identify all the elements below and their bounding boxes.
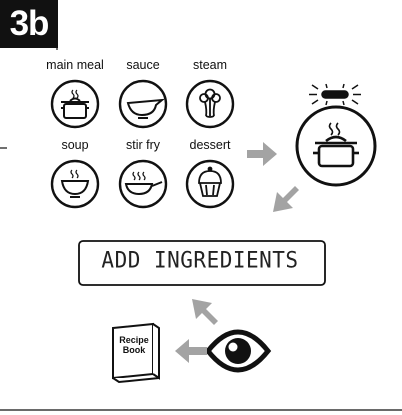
eye-icon: [204, 329, 272, 373]
selected-program-button[interactable]: [295, 105, 377, 187]
program-button-sauce[interactable]: [118, 79, 168, 129]
recipe-book-line2: Book: [122, 345, 146, 355]
arrow-up-left-icon: [192, 299, 218, 325]
recipe-book-line1: Recipe: [119, 335, 149, 345]
program-button-dessert[interactable]: [185, 159, 235, 209]
recipe-book-title: Recipe Book: [116, 335, 152, 355]
sauce-boat-icon: [126, 98, 166, 119]
arrow-right-icon: [247, 142, 277, 166]
arrow-left-icon: [175, 339, 207, 363]
indicator-light-icon: [309, 83, 361, 106]
steam-broccoli-icon: [199, 88, 221, 118]
soup-bowl-icon: [60, 169, 90, 198]
program-button-steam[interactable]: [185, 79, 235, 129]
pot-icon-large: [313, 122, 359, 168]
display-text: ADD INGREDIENTS: [101, 247, 299, 273]
label-steam: steam: [192, 58, 228, 72]
program-button-main-meal[interactable]: [50, 79, 100, 129]
display-panel: [78, 240, 326, 286]
frying-pan-icon: [124, 171, 163, 196]
label-main-meal: main meal: [46, 58, 104, 72]
program-button-stir-fry[interactable]: [118, 159, 168, 209]
label-dessert: dessert: [189, 138, 231, 152]
arrow-down-left-icon: [273, 186, 299, 212]
pot-icon: [61, 89, 89, 119]
program-button-soup[interactable]: [50, 159, 100, 209]
cupcake-icon: [198, 166, 222, 197]
recipe-book-icon: [112, 322, 160, 384]
label-soup: soup: [61, 138, 89, 152]
label-stir-fry: stir fry: [125, 138, 161, 152]
step-badge: 3b: [0, 0, 58, 48]
label-sauce: sauce: [126, 58, 160, 72]
